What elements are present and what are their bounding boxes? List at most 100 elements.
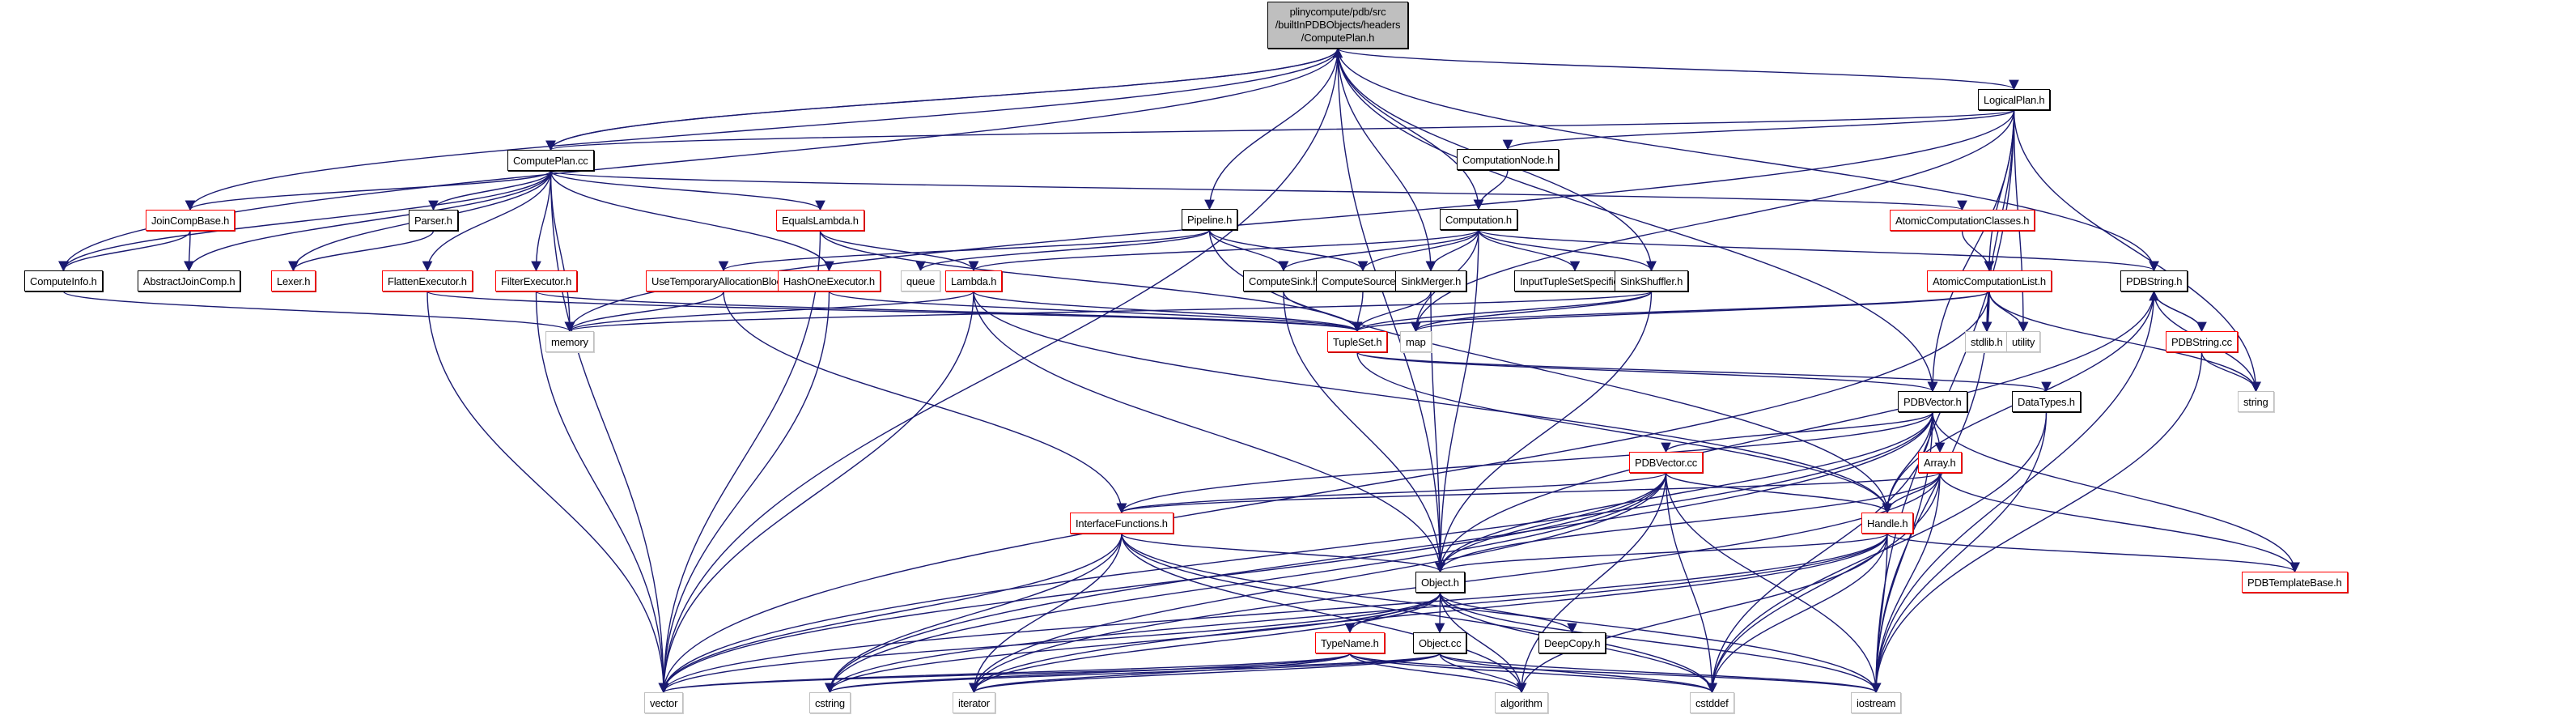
edge-LogicalPlan_h-to-string [2013,109,2261,393]
node-string: string [2238,391,2274,412]
edge-ComputePlan_h-to-Object_h [1337,48,1445,573]
edge-ComputePlan_cc-to-ComputePlan_h [550,47,1343,151]
edge-Object_h-to-Object_cc [1434,592,1445,634]
node-Lexer_h[interactable]: Lexer.h [271,270,316,291]
edge-ComputePlan_h-to-JoinCompBase_h [185,48,1339,211]
edge-SinkShuffler_h-to-Object_h [1435,291,1653,573]
edge-Computation_h-to-PDBString_h [1478,229,2159,272]
edge-FlattenExecutor_h-to-vector [427,291,669,694]
root-label-line-1: plinycompute/pdb/src [1289,6,1386,18]
edge-ComputePlan_cc-to-AbstractJoinComp_h [184,170,552,272]
node-HashOneExecutor_h[interactable]: HashOneExecutor.h [778,270,881,291]
node-ComputeSource_h[interactable]: ComputeSource.h [1316,270,1410,291]
edge-InterfaceFunctions_h-to-Object_h [1121,533,1445,573]
edge-AtomicComputationList_h-to-string [1988,291,2261,393]
edge-InterfaceFunctions_h-to-iostream [1121,533,1882,694]
node-JoinCompBase_h[interactable]: JoinCompBase.h [146,210,236,231]
edge-AtomicComputationClasses_h-to-AtomicComputationList_h [1961,230,1995,272]
edge-Parser_h-to-Lexer_h [288,230,435,272]
edge-LogicalPlan_h-to-map [1411,109,2015,333]
node-ComputationNode_h[interactable]: ComputationNode.h [1457,149,1560,170]
edge-PDBVector_cc-to-iterator [969,472,1667,694]
edge-Lambda_h-to-Handle_h [973,291,1893,514]
edge-PDBVector_h-to-InterfaceFunctions_h [1116,411,1933,514]
node-ComputePlan_h[interactable]: plinycompute/pdb/src /builtInPDBObjects/… [1267,2,1408,49]
edge-PDBString_h-to-iostream [1870,291,2155,694]
node-Object_h[interactable]: Object.h [1415,572,1465,593]
edge-EqualsLambda_h-to-vector [658,230,821,694]
node-AtomicComputationList_h[interactable]: AtomicComputationList.h [1927,270,2052,291]
node-LogicalPlan_h[interactable]: LogicalPlan.h [1978,89,2051,110]
node-Handle_h[interactable]: Handle.h [1861,513,1914,534]
edge-SinkShuffler_h-to-map [1411,291,1653,333]
node-PDBVector_h[interactable]: PDBVector.h [1898,391,1967,412]
edge-Object_h-to-cstring [825,592,1441,694]
node-Array_h[interactable]: Array.h [1918,452,1962,473]
edge-PDBVector_h-to-cstring [825,411,1933,694]
node-TupleSet_h[interactable]: TupleSet.h [1327,331,1388,352]
edge-AtomicComputationList_h-to-TupleSet_h [1352,291,1990,333]
edge-Object_h-to-iterator [969,592,1441,694]
edge-ComputePlan_cc-to-FlattenExecutor_h [422,170,552,272]
node-DeepCopy_h[interactable]: DeepCopy.h [1538,632,1606,653]
node-queue: queue [901,270,941,291]
node-Pipeline_h[interactable]: Pipeline.h [1182,209,1238,230]
node-PDBString_h[interactable]: PDBString.h [2120,270,2188,291]
edge-Object_cc-to-cstring [825,653,1441,694]
edge-TypeName_h-to-algorithm [1349,653,1527,694]
node-ComputeInfo_h[interactable]: ComputeInfo.h [24,270,103,291]
edge-Object_h-to-DeepCopy_h [1439,592,1577,634]
node-UseTemporaryAllocationBlock_h[interactable]: UseTemporaryAllocationBlock.h [646,270,801,291]
edge-FilterExecutor_h-to-vector [535,291,669,694]
node-Lambda_h[interactable]: Lambda.h [945,270,1003,291]
edge-UseTemporaryAllocationBlock_h-to-InterfaceFunctions_h [723,291,1127,514]
edge-PDBString_cc-to-PDBString_h [2149,290,2203,332]
edge-Array_h-to-PDBTemplateBase_h [1939,472,2300,573]
node-Parser_h[interactable]: Parser.h [409,210,458,231]
node-TypeName_h[interactable]: TypeName.h [1315,632,1385,653]
node-memory: memory [545,331,594,352]
node-Computation_h[interactable]: Computation.h [1440,209,1517,230]
edge-Object_cc-to-cstddef [1439,653,1717,694]
edge-Array_h-to-iostream [1870,472,1941,694]
edge-PDBVector_cc-to-algorithm [1516,472,1667,694]
edge-Computation_h-to-SinkShuffler_h [1478,229,1657,272]
node-PDBTemplateBase_h[interactable]: PDBTemplateBase.h [2242,572,2348,593]
node-FilterExecutor_h[interactable]: FilterExecutor.h [495,270,578,291]
node-PDBString_cc[interactable]: PDBString.cc [2166,331,2238,352]
node-SinkShuffler_h[interactable]: SinkShuffler.h [1615,270,1689,291]
edge-Array_h-to-Object_h [1435,472,1941,573]
edge-PDBVector_h-to-PDBTemplateBase_h [1932,411,2300,573]
edge-Pipeline_h-to-UseTemporaryAllocationBlock_h [719,229,1211,272]
edge-PDBVector_h-to-Object_h [1435,411,1933,573]
node-SinkMerger_h[interactable]: SinkMerger.h [1395,270,1467,291]
edge-Lambda_h-to-TupleSet_h [973,291,1363,333]
edge-ComputePlan_h-to-vector [658,48,1339,694]
edge-TypeName_h-to-iterator [969,653,1351,694]
node-AtomicComputationClasses_h[interactable]: AtomicComputationClasses.h [1890,210,2035,231]
node-DataTypes_h[interactable]: DataTypes.h [2012,391,2081,412]
node-FlattenExecutor_h[interactable]: FlattenExecutor.h [382,270,473,291]
edge-Handle_h-to-PDBTemplateBase_h [1886,533,2300,573]
edge-ComputePlan_h-to-Computation_h [1337,48,1484,211]
edge-Computation_h-to-InputTupleSetSpecifier_h [1478,229,1581,272]
edge-Pipeline_h-to-ComputeSource_h [1208,229,1369,272]
edge-Handle_h-to-cstring [825,533,1888,694]
node-Object_cc[interactable]: Object.cc [1413,632,1467,653]
node-PDBVector_cc[interactable]: PDBVector.cc [1629,452,1704,473]
node-AbstractJoinComp_h[interactable]: AbstractJoinComp.h [138,270,241,291]
edge-DataTypes_h-to-iostream [1870,411,2048,694]
node-InterfaceFunctions_h[interactable]: InterfaceFunctions.h [1070,513,1173,534]
edge-InterfaceFunctions_h-to-cstddef [1121,533,1717,694]
edge-Lambda_h-to-Object_h [973,291,1445,573]
edge-PDBVector_h-to-PDBVector_cc [1661,411,1933,453]
edge-Handle_h-to-algorithm [1516,533,1888,694]
edge-Array_h-to-cstddef [1707,472,1941,694]
node-vector: vector [644,692,684,713]
node-ComputeSink_h[interactable]: ComputeSink.h [1243,270,1325,291]
node-cstddef: cstddef [1690,692,1734,713]
node-ComputePlan_cc[interactable]: ComputePlan.cc [507,150,594,171]
edge-PDBString_cc-to-string [2200,351,2261,393]
node-EqualsLambda_h[interactable]: EqualsLambda.h [776,210,864,231]
